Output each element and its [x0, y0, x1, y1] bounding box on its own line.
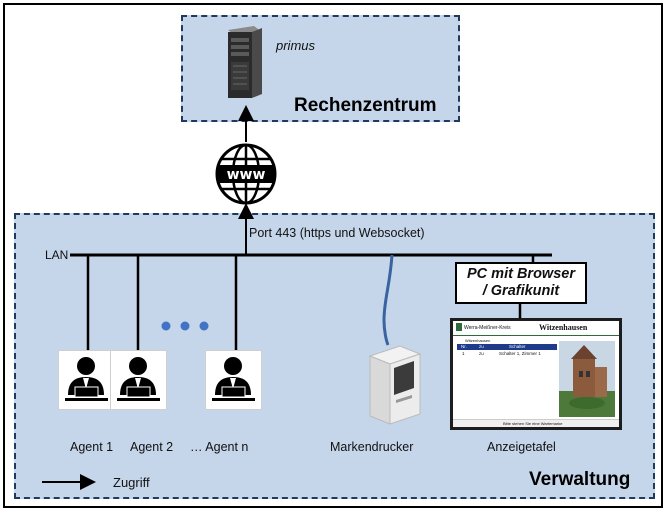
display-board: Werra-Meißner-Kreis Witzenhausen Witzenh…	[450, 318, 622, 430]
display-logo-text: Werra-Meißner-Kreis	[464, 325, 511, 331]
datacenter-title: Rechenzentrum	[294, 95, 437, 116]
display-col-schalter: Schalter	[509, 344, 526, 349]
display-subheader: Witzenhausen	[465, 338, 491, 343]
agent-card	[58, 350, 115, 410]
agent-label: Agent 2	[130, 440, 174, 454]
lan-label: LAN	[45, 248, 69, 262]
display-col-nr: Nr.	[461, 344, 467, 349]
diagram-frame	[3, 3, 663, 508]
display-board-label: Anzeigetafel	[487, 440, 556, 454]
server-label: primus	[276, 38, 316, 53]
pc-browser-box: PC mit Browser / Grafikunit	[455, 262, 587, 304]
agent-label: Agent 1	[70, 440, 114, 454]
town-photo	[559, 341, 615, 417]
display-header	[453, 321, 619, 336]
www-globe-icon: www	[215, 143, 277, 205]
pc-box-line2: / Grafikunit	[482, 283, 560, 299]
agent-card	[205, 350, 262, 410]
display-cell-schalter: Schalter 1, Zimmer 1	[499, 351, 541, 356]
legend-label: Zugriff	[113, 475, 150, 490]
display-location: Witzenhausen	[539, 323, 588, 332]
coat-of-arms-icon	[456, 323, 462, 331]
ticket-printer-label: Markendrucker	[330, 440, 414, 454]
display-col-zu: zu	[479, 344, 484, 349]
agent-label: … Agent n	[190, 440, 249, 454]
pc-box-line1: PC mit Browser	[467, 266, 575, 282]
display-table-header	[457, 344, 557, 350]
svg-text:www: www	[227, 167, 266, 183]
display-cell-zu: zu	[479, 351, 484, 356]
datacenter-zone	[181, 15, 460, 122]
agent-at-desk-icon	[212, 357, 255, 401]
display-footer-text: Bitte stehen Sie eine Wartemarke	[503, 421, 563, 426]
office-title: Verwaltung	[529, 469, 631, 490]
agent-card	[110, 350, 167, 410]
agent-at-desk-icon	[117, 357, 160, 401]
display-cell-nr: 1	[462, 351, 465, 356]
printer-cable	[382, 254, 394, 346]
agent-at-desk-icon	[65, 357, 108, 401]
server-tower-icon	[228, 26, 262, 98]
display-footer	[453, 419, 619, 427]
port-label: Port 443 (https und Websocket)	[249, 226, 425, 240]
display-board-screen: Werra-Meißner-Kreis Witzenhausen Witzenh…	[453, 321, 619, 427]
ticket-printer-icon	[368, 345, 422, 425]
